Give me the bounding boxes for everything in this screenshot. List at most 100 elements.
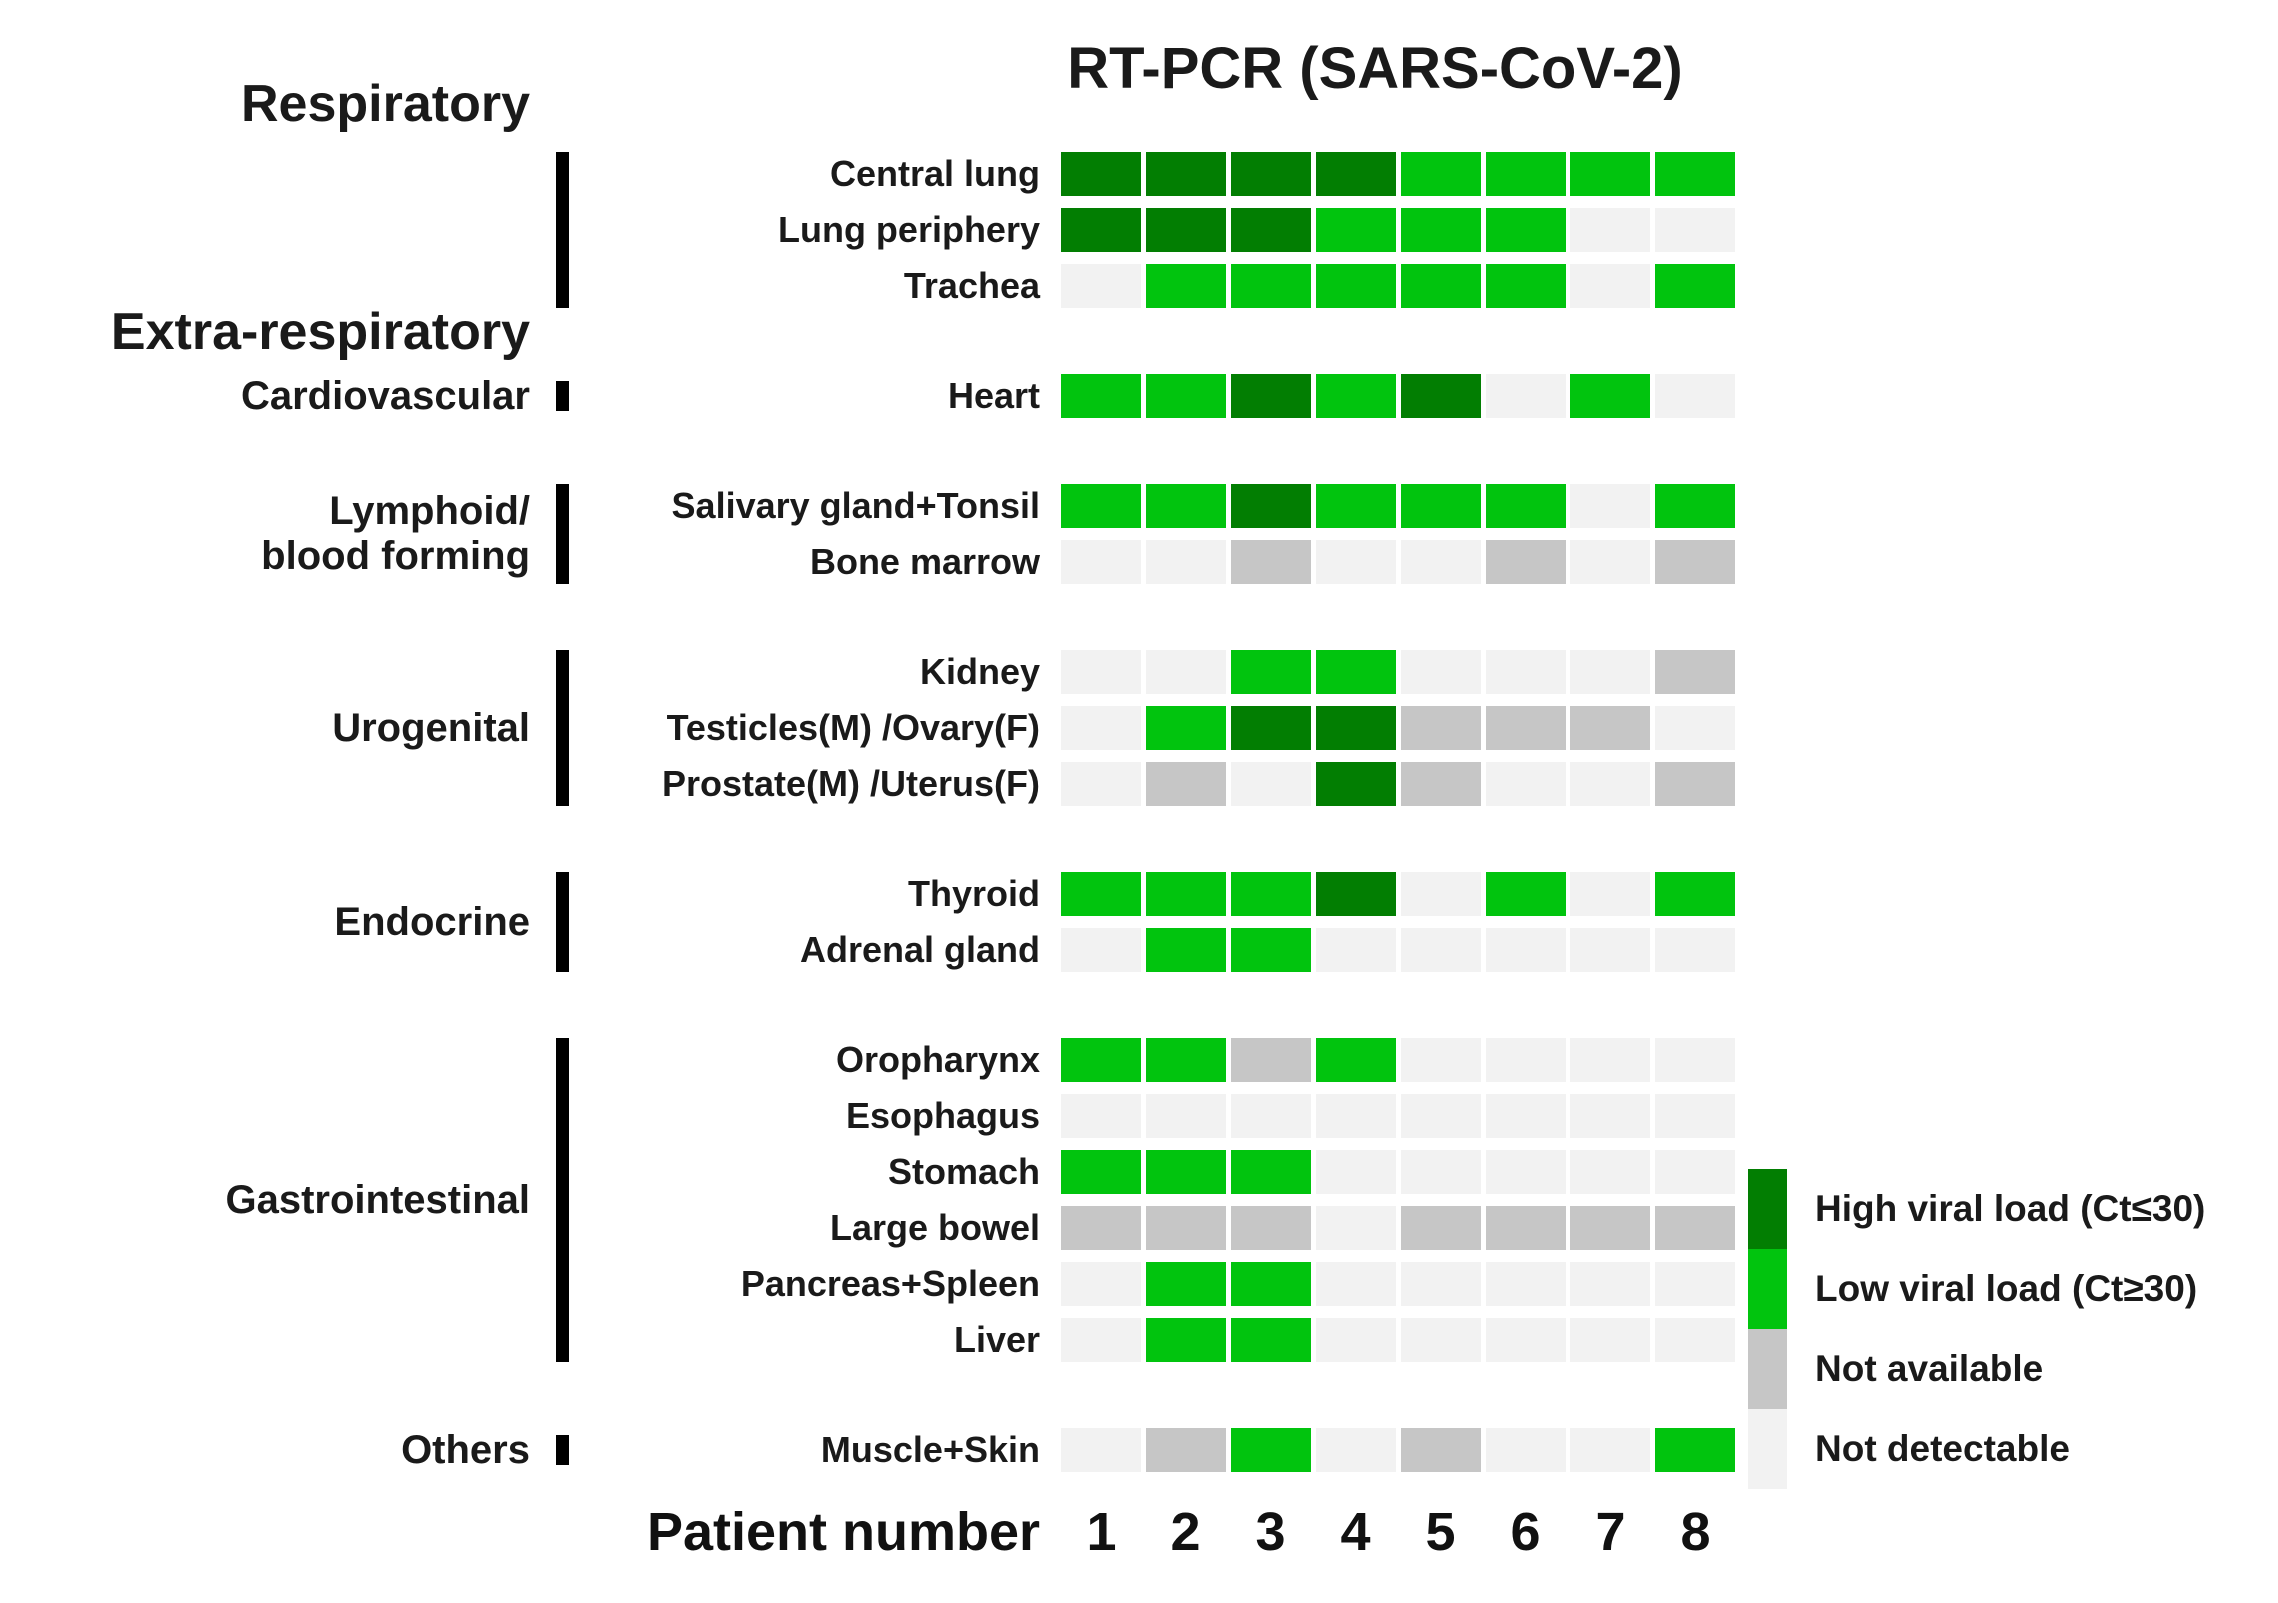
row-label-liver: Liver — [953, 1319, 1040, 1360]
heatmap-cell-high — [1061, 152, 1141, 196]
heatmap-cell-nd — [1570, 540, 1650, 584]
row-label-esophagus: Esophagus — [845, 1095, 1040, 1136]
heatmap-cell-low — [1231, 872, 1311, 916]
heatmap-cell-na — [1401, 1428, 1481, 1472]
heatmap-cell-high — [1231, 374, 1311, 418]
patient-number-8: 8 — [1680, 1502, 1711, 1562]
heatmap-cell-nd — [1401, 540, 1481, 584]
row-label-trachea: Trachea — [903, 265, 1040, 306]
group-bar-endocrine — [556, 872, 569, 972]
heatmap-cell-nd — [1655, 706, 1735, 750]
row-label-kidney: Kidney — [919, 651, 1040, 692]
heatmap-cell-low — [1655, 872, 1735, 916]
heatmap-cell-high — [1316, 706, 1396, 750]
heatmap-cell-low — [1231, 928, 1311, 972]
patient-number-5: 5 — [1425, 1502, 1456, 1562]
heatmap-cell-nd — [1316, 1318, 1396, 1362]
group-bar-cardiovascular — [556, 381, 569, 411]
heatmap-cell-low — [1231, 264, 1311, 308]
heatmap-cell-nd — [1570, 650, 1650, 694]
heatmap-cell-na — [1146, 762, 1226, 806]
legend-label-nd: Not detectable — [1815, 1428, 2070, 1469]
heatmap-cell-high — [1401, 374, 1481, 418]
heatmap-cell-low — [1316, 374, 1396, 418]
group-bar-respiratory — [556, 152, 569, 308]
heatmap-cell-nd — [1316, 1150, 1396, 1194]
heatmap-cell-nd — [1486, 650, 1566, 694]
heatmap-cell-na — [1655, 650, 1735, 694]
heatmap-cell-low — [1061, 484, 1141, 528]
heatmap-cell-nd — [1061, 928, 1141, 972]
heatmap-cell-low — [1146, 484, 1226, 528]
row-label-lung-periphery: Lung periphery — [777, 209, 1040, 250]
heatmap-cell-nd — [1401, 1262, 1481, 1306]
heatmap-cell-nd — [1061, 1262, 1141, 1306]
heatmap-cell-nd — [1061, 1318, 1141, 1362]
heatmap-cell-na — [1231, 1038, 1311, 1082]
heatmap-cell-low — [1146, 374, 1226, 418]
heatmap-cell-nd — [1486, 1318, 1566, 1362]
heatmap-cell-nd — [1486, 1150, 1566, 1194]
row-label-adrenal-gland: Adrenal gland — [799, 929, 1040, 970]
heatmap-cell-nd — [1570, 872, 1650, 916]
heatmap-cell-low — [1655, 152, 1735, 196]
heatmap-cell-low — [1146, 1150, 1226, 1194]
heatmap-cell-low — [1061, 1150, 1141, 1194]
row-label-muscle-skin: Muscle+Skin — [820, 1429, 1040, 1470]
heatmap-cell-nd — [1316, 540, 1396, 584]
patient-number-1: 1 — [1086, 1502, 1117, 1562]
heatmap-cell-low — [1231, 1428, 1311, 1472]
heatmap-cell-low — [1316, 264, 1396, 308]
row-label-thyroid: Thyroid — [908, 873, 1040, 914]
heatmap-cell-low — [1146, 1262, 1226, 1306]
row-label-pancreas-spleen: Pancreas+Spleen — [740, 1263, 1040, 1304]
heatmap-cell-na — [1486, 1206, 1566, 1250]
heatmap-cell-low — [1061, 1038, 1141, 1082]
heatmap-cell-nd — [1231, 762, 1311, 806]
heatmap-cell-nd — [1486, 374, 1566, 418]
side-label-cardiovascular: Cardiovascular — [240, 374, 530, 418]
heatmap-cell-nd — [1570, 484, 1650, 528]
heatmap-cell-low — [1146, 872, 1226, 916]
heatmap-cell-nd — [1655, 1038, 1735, 1082]
heatmap-cell-nd — [1146, 540, 1226, 584]
heatmap-cell-nd — [1401, 1150, 1481, 1194]
heatmap-cell-na — [1486, 706, 1566, 750]
heatmap-cell-low — [1655, 484, 1735, 528]
heatmap-cell-low — [1401, 208, 1481, 252]
patient-number-4: 4 — [1340, 1502, 1371, 1562]
patient-number-7: 7 — [1595, 1502, 1626, 1562]
heatmap-cell-low — [1316, 208, 1396, 252]
heatmap-cell-nd — [1570, 1262, 1650, 1306]
heatmap-cell-low — [1316, 484, 1396, 528]
heatmap-cell-nd — [1146, 1094, 1226, 1138]
heatmap-cell-na — [1146, 1428, 1226, 1472]
heatmap-cell-high — [1146, 152, 1226, 196]
heatmap-cell-nd — [1486, 1428, 1566, 1472]
heatmap-cell-low — [1401, 484, 1481, 528]
heatmap-cell-nd — [1401, 872, 1481, 916]
heatmap-cell-nd — [1655, 928, 1735, 972]
heatmap-cell-low — [1486, 208, 1566, 252]
side-label-others: Others — [401, 1428, 530, 1472]
row-label-large-bowel: Large bowel — [829, 1207, 1040, 1248]
heatmap-cell-high — [1316, 872, 1396, 916]
heatmap-cell-nd — [1486, 762, 1566, 806]
heatmap-cell-high — [1316, 762, 1396, 806]
heatmap-cell-na — [1401, 762, 1481, 806]
heatmap-cell-nd — [1401, 1318, 1481, 1362]
heatmap-cell-low — [1401, 152, 1481, 196]
heatmap-cell-low — [1146, 706, 1226, 750]
heatmap-cell-na — [1231, 1206, 1311, 1250]
legend-swatch-low — [1748, 1249, 1787, 1329]
heatmap-cell-low — [1486, 152, 1566, 196]
heatmap-cell-na — [1231, 540, 1311, 584]
figure-title: RT-PCR (SARS-CoV-2) — [1067, 36, 1683, 101]
heatmap-cell-low — [1655, 1428, 1735, 1472]
heatmap-cell-nd — [1061, 1428, 1141, 1472]
heatmap-cell-nd — [1061, 762, 1141, 806]
heatmap-cell-na — [1655, 762, 1735, 806]
heatmap-cell-low — [1146, 928, 1226, 972]
heatmap-cell-nd — [1570, 1094, 1650, 1138]
group-bar-lymphoid — [556, 484, 569, 584]
